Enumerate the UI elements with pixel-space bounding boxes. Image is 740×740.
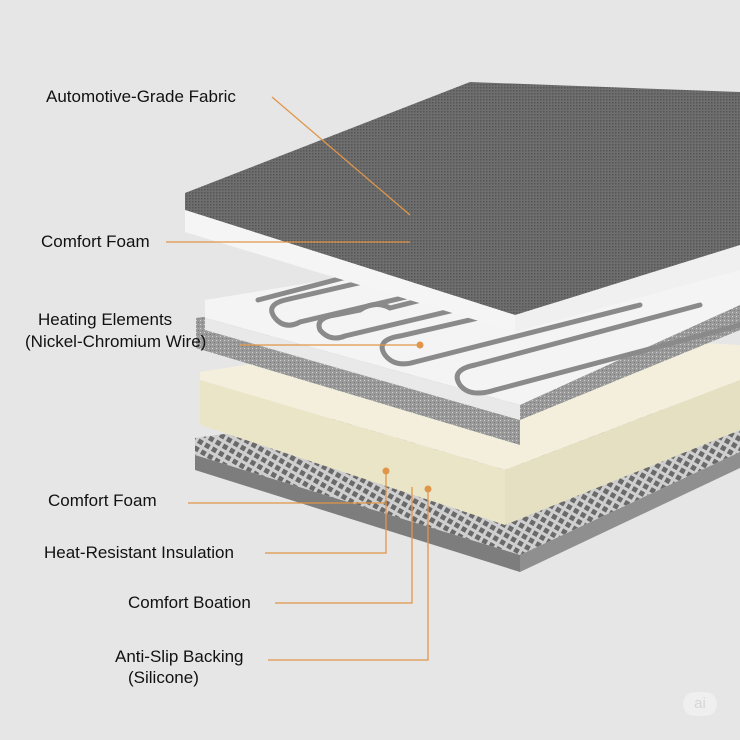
label-backing-material: (Silicone) <box>128 668 199 687</box>
label-comfort-foam-top: Comfort Foam <box>41 232 150 251</box>
label-comfort-foam-bottom: Comfort Foam <box>48 491 157 510</box>
ai-badge: ai <box>683 692 717 716</box>
label-heating-elements: Heating Elements <box>38 310 173 329</box>
label-boation: Comfort Boation <box>128 593 251 612</box>
fabric-layer <box>185 82 740 332</box>
label-backing: Anti-Slip Backing <box>115 647 244 666</box>
leader-dots <box>382 341 432 493</box>
label-insulation: Heat-Resistant Insulation <box>44 543 234 562</box>
label-heating-wire: (Nickel-Chromium Wire) <box>25 332 207 351</box>
label-fabric: Automotive-Grade Fabric <box>46 87 236 106</box>
leader-lines <box>166 96 429 661</box>
